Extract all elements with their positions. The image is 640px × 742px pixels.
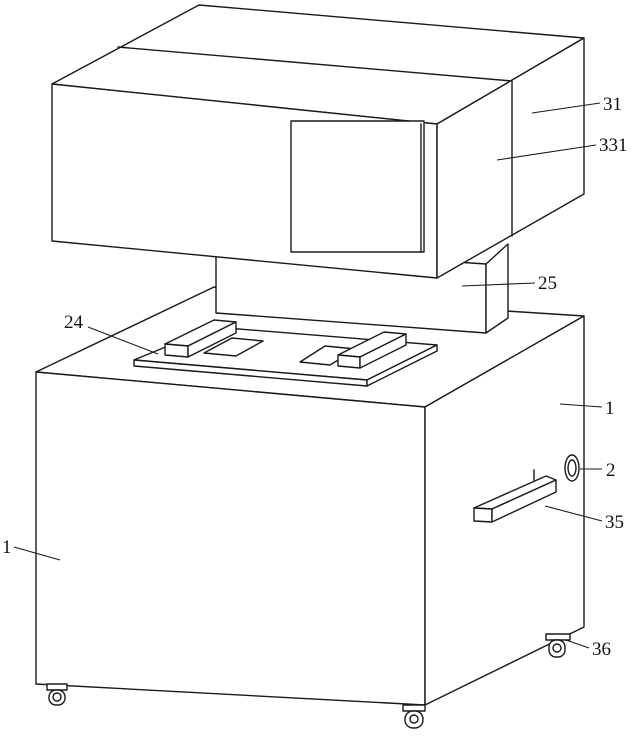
label-24: 24 xyxy=(64,312,84,333)
handle-bar-side xyxy=(491,479,557,523)
label-331: 331 xyxy=(599,135,628,156)
window-panel xyxy=(290,120,425,253)
column-right-face xyxy=(485,243,509,334)
reference-labels: 31 331 25 24 1 2 35 36 1 xyxy=(2,94,628,660)
leader-331 xyxy=(496,144,597,161)
handle-bar-front xyxy=(473,507,493,523)
upper-housing xyxy=(51,4,585,279)
tray-recess-left xyxy=(203,337,264,357)
fixture-tray xyxy=(133,319,438,387)
housing-top-seam xyxy=(117,46,513,82)
label-1-right: 1 xyxy=(605,398,615,419)
caster-front-left xyxy=(46,683,68,706)
leader-1-front xyxy=(13,546,61,561)
side-handle xyxy=(473,469,557,523)
leader-25 xyxy=(461,282,536,287)
label-31: 31 xyxy=(603,94,622,115)
leader-31 xyxy=(531,102,601,114)
caster-rear-right xyxy=(545,633,571,658)
clamp-left-front xyxy=(164,343,189,358)
port-inner-ring xyxy=(567,459,577,477)
tray-right-edge xyxy=(366,344,438,387)
clamp-right-side xyxy=(359,333,407,369)
leader-lines xyxy=(13,102,603,649)
label-35: 35 xyxy=(605,512,624,533)
leader-36 xyxy=(565,639,590,649)
label-2: 2 xyxy=(606,460,616,481)
label-36: 36 xyxy=(592,639,611,660)
leader-1-right xyxy=(559,403,603,408)
clamp-right-front xyxy=(337,354,361,369)
clamp-left-side xyxy=(187,321,237,358)
cabinet-front-face xyxy=(35,371,426,706)
label-25: 25 xyxy=(538,273,557,294)
caster-front-right xyxy=(402,704,426,729)
port xyxy=(564,454,580,482)
leader-35 xyxy=(544,505,603,522)
leader-24 xyxy=(87,326,159,355)
label-1-front: 1 xyxy=(2,537,12,558)
